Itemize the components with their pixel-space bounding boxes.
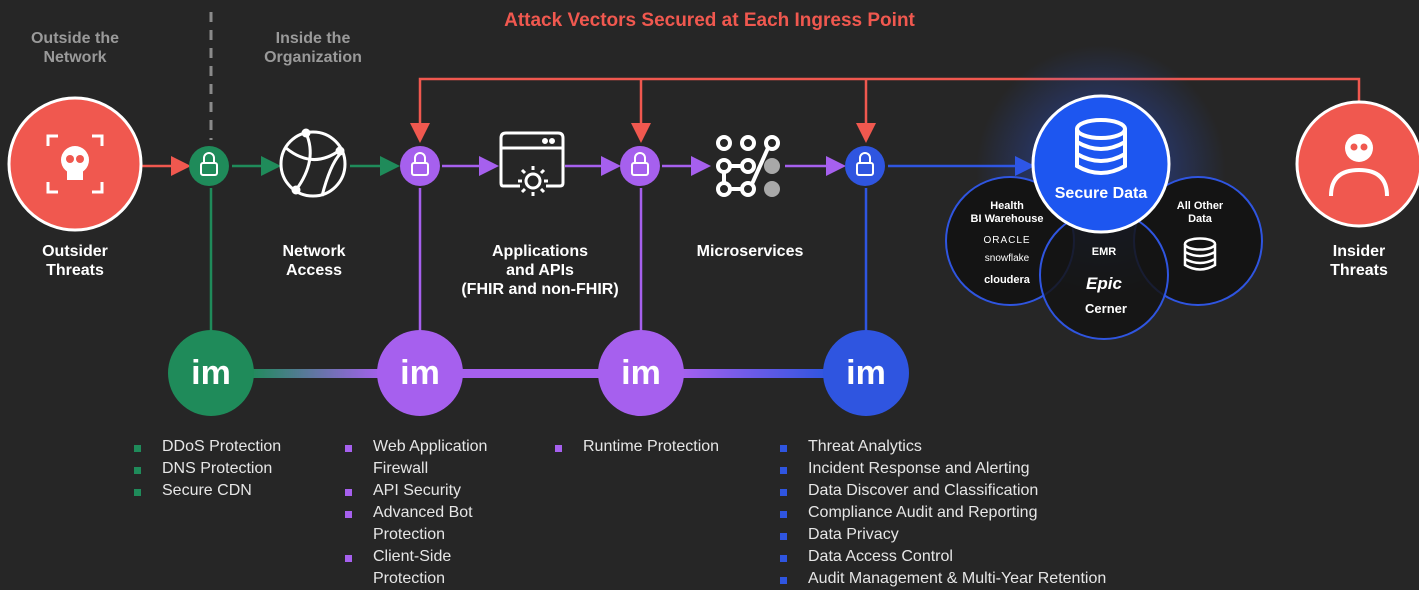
outsider-threats-label: Outsider Threats [42,243,108,279]
outsider-threats-node [7,96,143,232]
emr-label: EMR [1091,246,1117,258]
microservices-icon [716,135,780,197]
lock-node-micro [620,146,660,186]
hub-micro [598,330,684,416]
hub-logo: im [191,354,231,392]
list-item: Runtime Protection [555,436,755,458]
list-item: Incident Response and Alerting [780,458,1180,480]
insider-threats-label: Insider Threats [1330,243,1388,279]
list-item: DDoS Protection [134,436,314,458]
lock-icon [411,152,429,176]
insider-person-icon [1329,134,1389,197]
lock-icon [856,152,874,176]
hub-data [823,330,909,416]
snowflake-logo: snowflake [984,253,1030,264]
list-item: Data Privacy [780,524,1180,546]
hub-bus [250,369,828,378]
microservices-label: Microservices [696,243,804,260]
diagram-title: Attack Vectors Secured at Each Ingress P… [504,10,915,31]
lock-icon [200,152,218,176]
hub-network [168,330,254,416]
cloudera-logo: cloudera [984,274,1030,286]
micro-features-list: Runtime Protection [555,436,755,458]
hub-logo: im [846,354,886,392]
database-icon [1075,118,1127,175]
zone-inside-label: Inside the Organization [264,30,362,66]
skull-scan-icon [46,134,104,194]
secure-data-circle [1031,94,1171,234]
lock-icon [631,152,649,176]
applications-label: Applications and APIs (FHIR and non-FHIR… [461,243,619,298]
zone-outside-label: Outside the Network [30,30,119,66]
health-bi-label: Health BI Warehouse [970,200,1044,225]
list-item: Advanced Bot Protection [345,502,510,546]
secure-data-cluster [945,45,1263,340]
hub-logo: im [400,354,440,392]
other-data-database-icon [1183,237,1217,271]
list-item: DNS Protection [134,458,314,480]
list-item: Data Access Control [780,546,1180,568]
secure-data-label: Secure Data [1054,185,1148,202]
list-item: Web Application Firewall [345,436,510,480]
network-features-list: DDoS Protection DNS Protection Secure CD… [134,436,314,502]
apps-features-list: Web Application Firewall API Security Ad… [345,436,510,590]
hub-apps [377,330,463,416]
epic-logo: Epic [1086,274,1122,293]
hub-connectors [209,188,868,336]
oracle-logo: ORACLE [983,235,1031,246]
list-item: Client-Side Protection [345,546,510,590]
data-features-list: Threat Analytics Incident Response and A… [780,436,1180,590]
insider-path [410,77,1361,143]
lock-node-data [845,146,885,186]
network-access-label: Network Access [282,243,346,279]
list-item: Secure CDN [134,480,314,502]
lock-node-apps [400,146,440,186]
app-window-icon [499,131,565,196]
all-other-data-label: All Other Data [1176,200,1224,225]
insider-threats-node [1295,100,1419,228]
list-item: Audit Management & Multi-Year Retention [780,568,1180,590]
list-item: Compliance Audit and Reporting [780,502,1180,524]
globe-icon [279,128,347,198]
cerner-logo: Cerner [1085,301,1127,316]
gear-icon [518,166,548,196]
list-item: Data Discover and Classification [780,480,1180,502]
list-item: Threat Analytics [780,436,1180,458]
lock-node-network [189,146,229,186]
hub-logo: im [621,354,661,392]
list-item: API Security [345,480,510,502]
